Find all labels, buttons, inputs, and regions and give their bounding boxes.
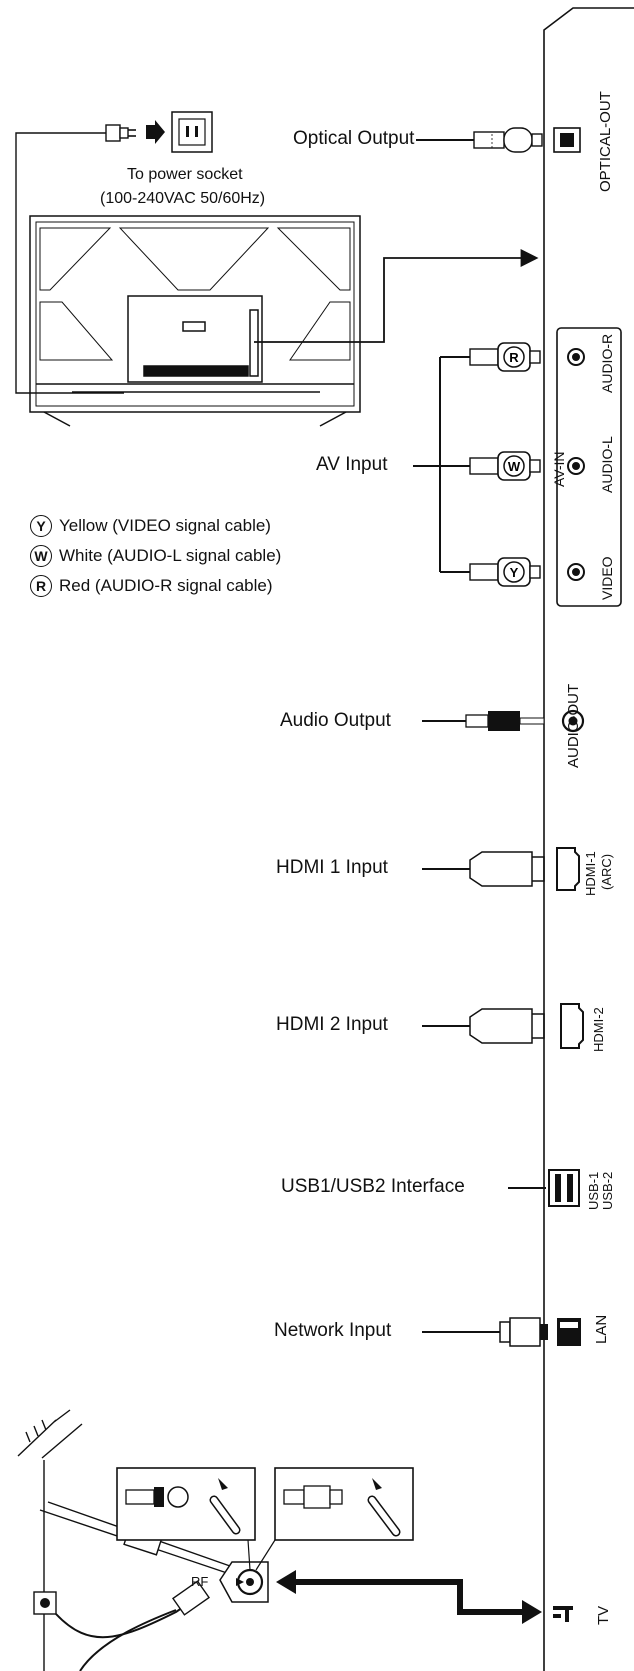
usb-port-icon — [548, 1169, 580, 1207]
port-label-tv: TV — [595, 1605, 612, 1625]
legend-text-yellow: Yellow (VIDEO signal cable) — [59, 516, 271, 535]
tv-side-panel — [543, 7, 634, 1671]
port-label-usb2: USB-2 — [600, 1171, 615, 1210]
port-label-hdmi1-arc: (ARC) — [599, 853, 614, 890]
connector-detail-box-2 — [274, 1467, 414, 1541]
legend-letter-y: Y — [30, 515, 52, 537]
wall-outlet-icon — [33, 1580, 210, 1671]
connector-detail-box-1 — [116, 1467, 256, 1541]
detail-pointer-lines — [247, 1539, 276, 1571]
av-plug-w-letter: W — [508, 459, 521, 474]
audio-output-label: Audio Output — [280, 710, 391, 731]
hdmi2-port-icon — [560, 1003, 584, 1049]
port-label-audio-out: AUDIO-OUT — [565, 683, 582, 768]
optical-output-label: Optical Output — [293, 128, 415, 149]
audio-cable-icon — [422, 711, 545, 731]
port-label-audio-r: AUDIO-R — [599, 333, 615, 393]
network-input-label: Network Input — [274, 1320, 392, 1341]
legend-item-red: R Red (AUDIO-R signal cable) — [30, 575, 273, 597]
av-jack-icons — [567, 348, 585, 581]
port-label-av-in: AV-IN — [551, 451, 567, 487]
legend-text-red: Red (AUDIO-R signal cable) — [59, 576, 273, 595]
av-plug-w-icon — [469, 451, 541, 481]
port-label-usb1: USB-1 — [586, 1171, 601, 1210]
port-label-lan: LAN — [593, 1314, 610, 1344]
tv-to-panel-arrow — [254, 249, 539, 343]
antenna-port-icon — [553, 1606, 573, 1622]
av-plug-y-letter: Y — [510, 565, 519, 580]
legend-item-yellow: Y Yellow (VIDEO signal cable) — [30, 515, 271, 537]
av-input-label: AV Input — [316, 454, 388, 475]
power-line-1: To power socket — [127, 166, 243, 183]
port-label-video: VIDEO — [599, 556, 615, 600]
rf-label: RF — [191, 1574, 209, 1589]
port-label-audio-l: AUDIO-L — [599, 436, 615, 493]
rf-jack-icon — [219, 1561, 269, 1603]
power-line-2: (100-240VAC 50/60Hz) — [100, 190, 266, 207]
av-plug-y-icon — [469, 557, 541, 587]
av-plug-r-icon — [469, 342, 541, 372]
lan-cable-icon — [422, 1317, 548, 1347]
usb-interface-label: USB1/USB2 Interface — [281, 1176, 465, 1197]
port-label-hdmi1: HDMI-1 — [583, 851, 598, 896]
hdmi1-cable-icon — [422, 851, 545, 887]
power-plug-icon — [15, 120, 165, 394]
av-port-box — [556, 327, 622, 607]
hdmi2-input-label: HDMI 2 Input — [276, 1014, 388, 1035]
hdmi2-cable-icon — [422, 1008, 545, 1044]
power-socket-icon — [171, 111, 213, 153]
tv-rf-double-arrow — [276, 1570, 542, 1624]
optical-port-icon — [553, 127, 581, 153]
hdmi1-port-icon — [556, 847, 580, 891]
legend-text-white: White (AUDIO-L signal cable) — [59, 546, 282, 565]
lan-port-icon — [557, 1318, 581, 1346]
legend-letter-w: W — [30, 545, 52, 567]
port-label-optical-out: OPTICAL-OUT — [597, 91, 614, 192]
av-cable-group — [413, 356, 470, 573]
audio-out-jack-icon — [561, 709, 585, 733]
optical-cable-icon — [446, 127, 543, 153]
legend-letter-r: R — [30, 575, 52, 597]
tv-back-icon — [29, 215, 361, 427]
legend-item-white: W White (AUDIO-L signal cable) — [30, 545, 281, 567]
hdmi1-input-label: HDMI 1 Input — [276, 857, 388, 878]
port-label-hdmi2: HDMI-2 — [591, 1007, 606, 1052]
av-plug-r-letter: R — [509, 350, 519, 365]
